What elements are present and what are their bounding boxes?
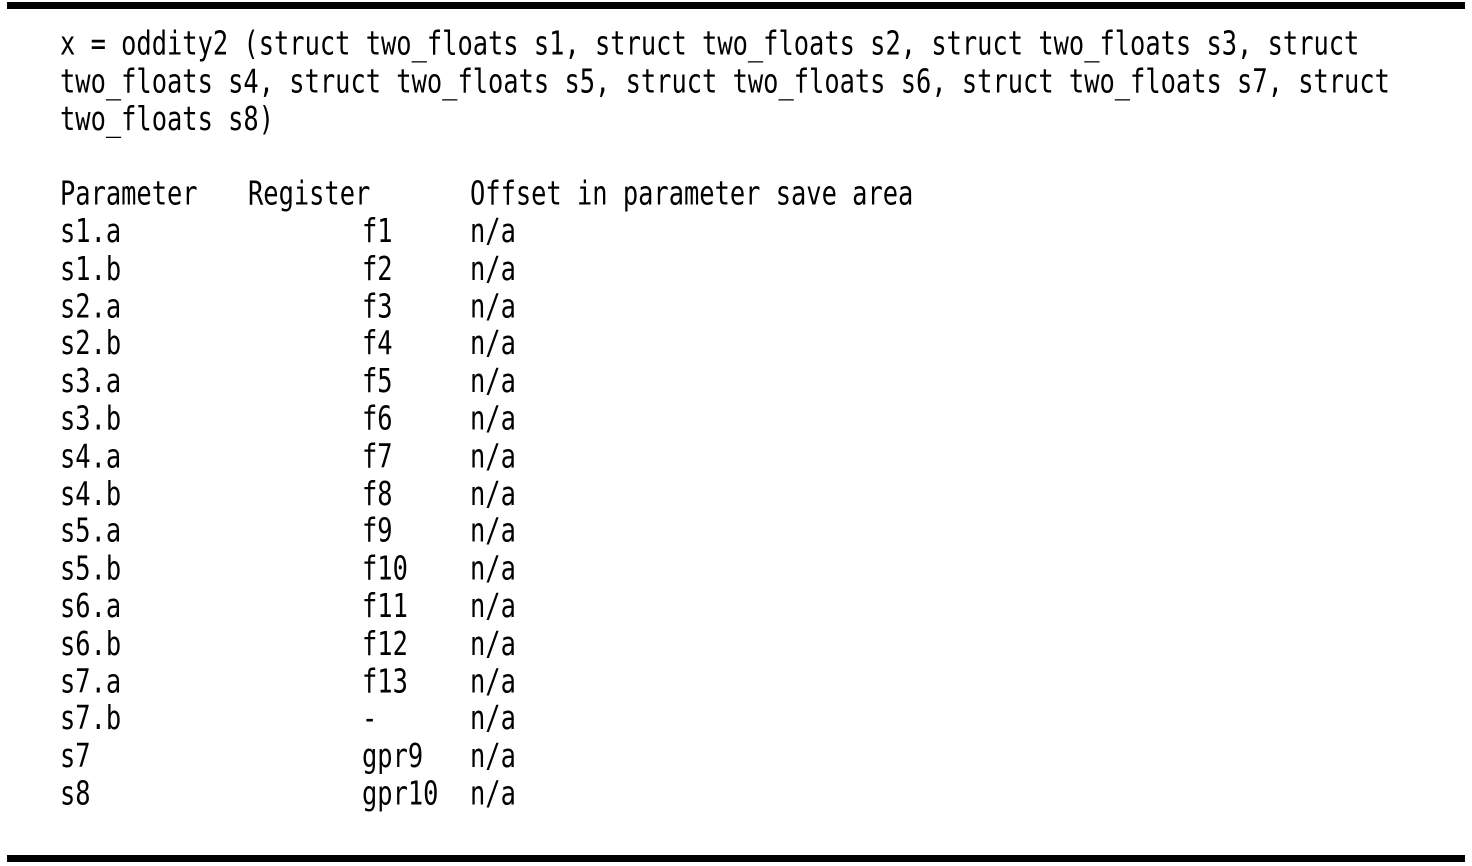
offset-cell: n/a <box>470 773 516 813</box>
figure-content: x = oddity2 (struct two_floats s1, struc… <box>7 9 1465 812</box>
function-signature-line: two_floats s8) <box>7 98 1465 138</box>
parameter-cell: s1.b <box>60 248 122 288</box>
offset-cell: n/a <box>470 398 516 438</box>
table-row: s1.b f2 n/a <box>7 248 1465 288</box>
table-row: s7.a f13 n/a <box>7 662 1465 699</box>
parameter-cell: s3.a <box>60 360 122 400</box>
offset-cell: n/a <box>470 660 516 700</box>
function-signature-line: two_floats s4, struct two_floats s5, str… <box>7 62 1465 99</box>
table-row: s1.a f1 n/a <box>7 212 1465 249</box>
offset-cell: n/a <box>470 473 516 513</box>
table-row: s2.b f4 n/a <box>7 323 1465 363</box>
table-row: s6.a f11 n/a <box>7 587 1465 624</box>
register-cell: f5 <box>362 360 393 400</box>
offset-cell: n/a <box>470 548 516 588</box>
table-row: s7 gpr9 n/a <box>7 737 1465 774</box>
parameter-cell: s4.b <box>60 473 122 513</box>
signature-text: x = oddity2 (struct two_floats s1, struc… <box>60 23 1360 63</box>
register-cell: gpr9 <box>362 735 424 775</box>
parameter-cell: s8 <box>60 773 91 813</box>
register-cell: gpr10 <box>362 773 439 813</box>
register-cell: f1 <box>362 210 393 250</box>
table-row: s2.a f3 n/a <box>7 287 1465 324</box>
column-header-offset: Offset in parameter save area <box>470 173 914 213</box>
offset-cell: n/a <box>470 360 516 400</box>
table-row: s7.b - n/a <box>7 698 1465 738</box>
register-cell: - <box>362 698 378 738</box>
blank-line <box>7 137 1465 174</box>
register-cell: f3 <box>362 285 393 325</box>
register-cell: f2 <box>362 248 393 288</box>
parameter-cell: s7.b <box>60 698 122 738</box>
table-header-row: Parameter Register Offset in parameter s… <box>7 173 1465 213</box>
column-header-parameter: Parameter <box>60 173 198 213</box>
table-row: s5.b f10 n/a <box>7 548 1465 588</box>
table-row: s5.a f9 n/a <box>7 512 1465 549</box>
offset-cell: n/a <box>470 210 516 250</box>
signature-text: two_floats s4, struct two_floats s5, str… <box>60 60 1390 100</box>
offset-cell: n/a <box>470 435 516 475</box>
offset-cell: n/a <box>470 698 516 738</box>
register-cell: f7 <box>362 435 393 475</box>
parameter-cell: s5.a <box>60 510 122 550</box>
table-row: s4.a f7 n/a <box>7 437 1465 474</box>
parameter-cell: s1.a <box>60 210 122 250</box>
register-cell: f12 <box>362 623 408 663</box>
table-row: s8 gpr10 n/a <box>7 774 1465 811</box>
offset-cell: n/a <box>470 248 516 288</box>
offset-cell: n/a <box>470 323 516 363</box>
offset-cell: n/a <box>470 735 516 775</box>
offset-cell: n/a <box>470 623 516 663</box>
parameter-cell: s2.b <box>60 323 122 363</box>
function-signature-line: x = oddity2 (struct two_floats s1, struc… <box>7 23 1465 63</box>
register-cell: f6 <box>362 398 393 438</box>
parameter-cell: s5.b <box>60 548 122 588</box>
parameter-cell: s7.a <box>60 660 122 700</box>
register-cell: f11 <box>362 585 408 625</box>
parameter-cell: s6.b <box>60 623 122 663</box>
parameter-cell: s6.a <box>60 585 122 625</box>
register-cell: f8 <box>362 473 393 513</box>
offset-cell: n/a <box>470 510 516 550</box>
parameter-cell: s2.a <box>60 285 122 325</box>
register-cell: f4 <box>362 323 393 363</box>
register-cell: f10 <box>362 548 408 588</box>
parameter-cell: s4.a <box>60 435 122 475</box>
table-row: s3.a f5 n/a <box>7 362 1465 399</box>
table-row: s6.b f12 n/a <box>7 623 1465 663</box>
offset-cell: n/a <box>470 285 516 325</box>
offset-cell: n/a <box>470 585 516 625</box>
column-header-register: Register <box>248 173 371 213</box>
example-figure: x = oddity2 (struct two_floats s1, struc… <box>7 2 1465 862</box>
parameter-cell: s7 <box>60 735 91 775</box>
table-row: s4.b f8 n/a <box>7 473 1465 513</box>
signature-text: two_floats s8) <box>60 98 275 138</box>
table-row: s3.b f6 n/a <box>7 398 1465 438</box>
register-cell: f13 <box>362 660 408 700</box>
parameter-cell: s3.b <box>60 398 122 438</box>
register-cell: f9 <box>362 510 393 550</box>
